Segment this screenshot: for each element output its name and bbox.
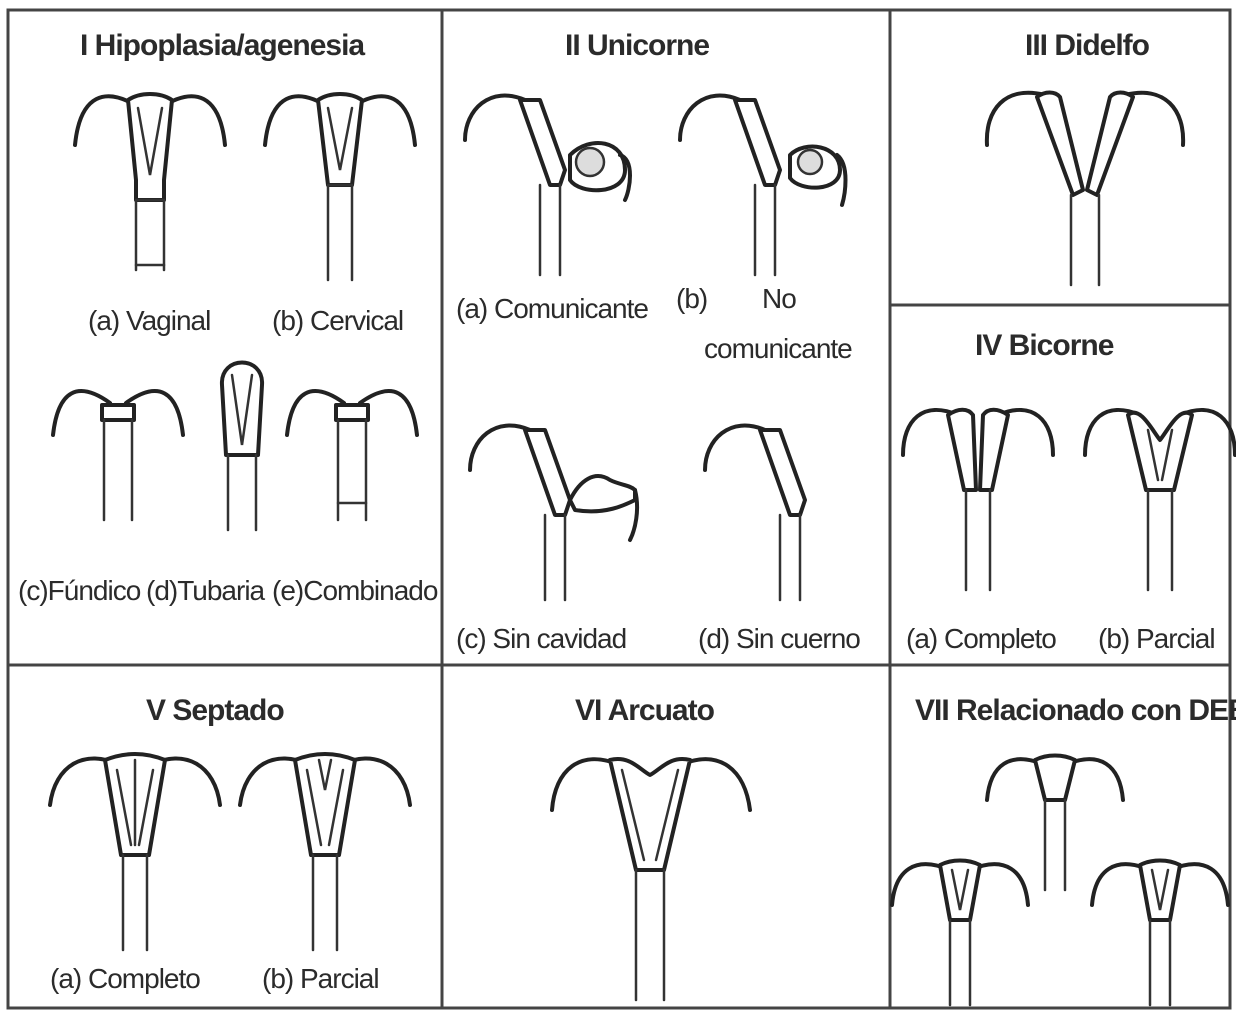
uterus-deb-left xyxy=(892,861,1028,1006)
panel-hipoplasia-agenesia: I Hipoplasia/agenesia (a) Vaginal (b) Ce… xyxy=(18,29,438,606)
uterus-combinado xyxy=(287,391,417,520)
uterus-arcuato xyxy=(552,759,750,1000)
caption-cervical: (b) Cervical xyxy=(272,305,403,336)
caption-tubaria: (d)Tubaria xyxy=(146,575,266,606)
caption-septado-parcial: (b) Parcial xyxy=(262,963,379,994)
uterus-septado-completo xyxy=(50,754,220,950)
uterus-comunicante xyxy=(465,96,630,275)
panel-unicorne: II Unicorne (a) Comunicante (b) No comun… xyxy=(456,29,860,654)
panel-title: VII Relacionado con DEB xyxy=(915,694,1236,727)
uterus-deb-right xyxy=(1092,861,1228,1006)
panel-title: IV Bicorne xyxy=(975,329,1114,362)
uterus-bicorne-completo xyxy=(903,410,1053,590)
caption-no-comunicante-line2: comunicante xyxy=(704,333,852,364)
uterus-sin-cavidad xyxy=(470,426,637,600)
panel-relacionado-con-deb: VII Relacionado con DEB xyxy=(892,694,1236,1005)
panel-title: I Hipoplasia/agenesia xyxy=(80,29,365,62)
panel-title: V Septado xyxy=(146,694,284,727)
uterus-didelfo xyxy=(987,93,1183,286)
panel-didelfo: III Didelfo xyxy=(987,29,1183,285)
caption-no-comunicante-letter: (b) xyxy=(676,283,707,314)
uterus-tubaria xyxy=(222,363,262,531)
panel-title: VI Arcuato xyxy=(575,694,715,727)
caption-no-comunicante-line1: No xyxy=(762,283,796,314)
caption-bicorne-parcial: (b) Parcial xyxy=(1098,623,1215,654)
uterus-deb-top xyxy=(987,756,1123,891)
caption-septado-completo: (a) Completo xyxy=(50,963,200,994)
uterus-cervical xyxy=(265,94,415,280)
caption-fundico: (c)Fúndico xyxy=(18,575,141,606)
uterus-no-comunicante xyxy=(680,96,846,275)
caption-comunicante: (a) Comunicante xyxy=(456,293,648,324)
caption-combinado: (e)Combinado xyxy=(272,575,438,606)
panel-arcuato: VI Arcuato xyxy=(552,694,750,1000)
uterus-vaginal xyxy=(75,94,225,270)
uterus-bicorne-parcial xyxy=(1085,410,1235,590)
uterus-sin-cuerno xyxy=(705,426,805,600)
caption-bicorne-completo: (a) Completo xyxy=(906,623,1056,654)
uterus-fundico xyxy=(53,391,183,520)
panel-septado: V Septado (a) Completo (b) Parcial xyxy=(50,694,410,994)
caption-vaginal: (a) Vaginal xyxy=(88,305,210,336)
panel-title: III Didelfo xyxy=(1025,29,1150,62)
caption-sin-cuerno: (d) Sin cuerno xyxy=(698,623,860,654)
panel-bicorne: IV Bicorne (a) Completo (b) Parcial xyxy=(903,329,1235,654)
panel-title: II Unicorne xyxy=(565,29,709,62)
uterus-septado-parcial xyxy=(240,754,410,950)
caption-sin-cavidad: (c) Sin cavidad xyxy=(456,623,626,654)
